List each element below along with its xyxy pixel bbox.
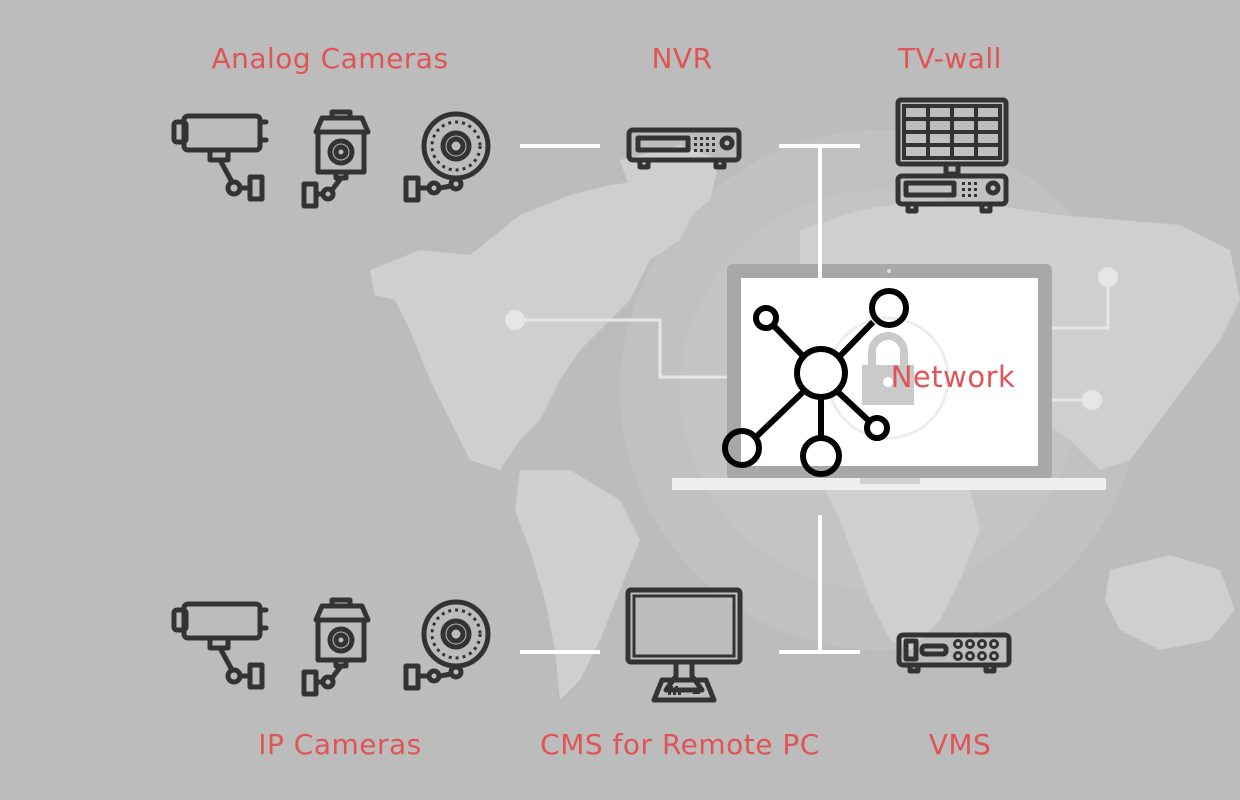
- node-label-ip-cameras: IP Cameras: [258, 728, 422, 761]
- dome-camera-icon: [400, 600, 500, 700]
- nvr-icon: [626, 127, 742, 170]
- network-label: Network: [890, 360, 1016, 394]
- node-label-nvr: NVR: [651, 42, 713, 75]
- box-camera-icon: [170, 112, 270, 212]
- node-label-cms: CMS for Remote PC: [540, 728, 820, 761]
- vms-icon: [896, 632, 1012, 674]
- box-camera-icon: [170, 600, 270, 700]
- node-label-analog-cameras: Analog Cameras: [211, 42, 449, 75]
- lock-icon: [826, 316, 950, 440]
- tv-wall-icon: [895, 97, 1009, 214]
- dome-camera-icon: [400, 112, 500, 212]
- ptz-camera-icon: [302, 596, 402, 696]
- node-label-tv-wall: TV-wall: [898, 42, 1002, 75]
- ptz-camera-icon: [302, 108, 402, 208]
- cms-monitor-icon: [625, 587, 743, 703]
- node-label-vms: VMS: [928, 728, 992, 761]
